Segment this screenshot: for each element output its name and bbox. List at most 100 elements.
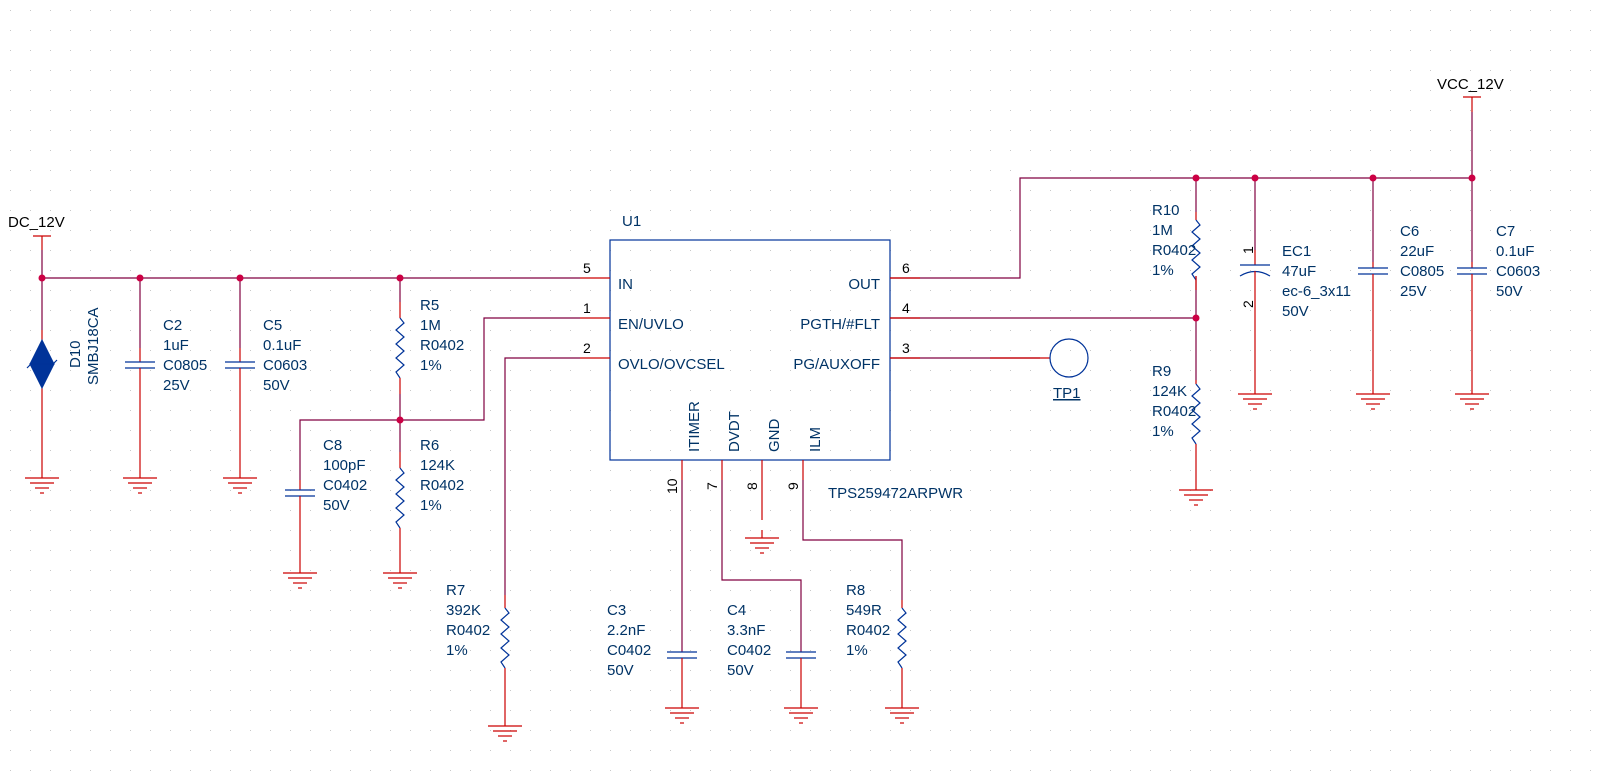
pin-en-num: 1	[583, 300, 591, 316]
r7-resistor: R7 392K R0402 1%	[446, 582, 510, 718]
c7-capacitor: C7 0.1uF C0603 50V	[1457, 223, 1540, 386]
tp1-ref: TP1	[1053, 385, 1081, 402]
c2-value: 1uF	[163, 337, 189, 354]
r9-resistor: R9 124K R0402 1%	[1152, 363, 1201, 482]
r9-ref: R9	[1152, 363, 1171, 380]
c7-pkg: C0603	[1496, 263, 1540, 280]
c8-pkg: C0402	[323, 477, 367, 494]
c4-ref: C4	[727, 602, 746, 619]
r6-resistor: R6 124K R0402 1%	[395, 437, 464, 565]
r10-tol: 1%	[1152, 262, 1174, 279]
r9-tol: 1%	[1152, 423, 1174, 440]
r10-value: 1M	[1152, 222, 1173, 239]
c8-value: 100pF	[323, 457, 366, 474]
pin-gnd-num: 8	[744, 482, 760, 490]
ec1-pin2: 2	[1240, 300, 1256, 308]
c2-rating: 25V	[163, 377, 190, 394]
c6-pkg: C0805	[1400, 263, 1444, 280]
ec1-value: 47uF	[1282, 263, 1316, 280]
r5-tol: 1%	[420, 357, 442, 374]
r6-tol: 1%	[420, 497, 442, 514]
dc-12v-net: DC_12V	[8, 214, 65, 250]
r5-ref: R5	[420, 297, 439, 314]
pin-ilm-name: ILM	[807, 427, 824, 452]
pin-pgth-num: 4	[902, 300, 910, 316]
c4-pkg: C0402	[727, 642, 771, 659]
c4-capacitor: C4 3.3nF C0402 50V	[727, 602, 816, 700]
c2-ref: C2	[163, 317, 182, 334]
pin-en-name: EN/UVLO	[618, 316, 684, 333]
pin-ovlo-name: OVLO/OVCSEL	[618, 356, 725, 373]
c3-rating: 50V	[607, 662, 634, 679]
c3-value: 2.2nF	[607, 622, 645, 639]
pin-pgth-name: PGTH/#FLT	[800, 316, 880, 333]
d10-value: SMBJ18CA	[85, 307, 102, 385]
r7-value: 392K	[446, 602, 481, 619]
c5-ref: C5	[263, 317, 282, 334]
d10-ref: D10	[67, 340, 84, 368]
c7-rating: 50V	[1496, 283, 1523, 300]
c4-value: 3.3nF	[727, 622, 765, 639]
ec1-ref: EC1	[1282, 243, 1311, 260]
r5-pkg: R0402	[420, 337, 464, 354]
pin-pg-name: PG/AUXOFF	[793, 356, 880, 373]
r10-resistor: R10 1M R0402 1%	[1152, 202, 1201, 290]
r10-ref: R10	[1152, 202, 1180, 219]
r10-pkg: R0402	[1152, 242, 1196, 259]
c2-capacitor: C2 1uF C0805 25V	[125, 317, 207, 470]
r7-pkg: R0402	[446, 622, 490, 639]
c6-ref: C6	[1400, 223, 1419, 240]
c4-rating: 50V	[727, 662, 754, 679]
ec1-electrolytic-capacitor: 1 2 EC1 47uF ec-6_3x11 50V	[1239, 243, 1351, 386]
c8-capacitor: C8 100pF C0402 50V	[285, 437, 367, 565]
r8-tol: 1%	[846, 642, 868, 659]
c6-capacitor: C6 22uF C0805 25V	[1358, 223, 1444, 386]
r7-ref: R7	[446, 582, 465, 599]
r8-pkg: R0402	[846, 622, 890, 639]
c6-value: 22uF	[1400, 243, 1434, 260]
r9-pkg: R0402	[1152, 403, 1196, 420]
vcc-12v-label: VCC_12V	[1437, 76, 1504, 93]
pin-ovlo-num: 2	[583, 340, 591, 356]
c5-capacitor: C5 0.1uF C0603 50V	[225, 317, 307, 470]
pin-gnd-name: GND	[766, 419, 783, 453]
r6-pkg: R0402	[420, 477, 464, 494]
pin-ilm-num: 9	[785, 482, 801, 490]
r8-ref: R8	[846, 582, 865, 599]
pin-pg-num: 3	[902, 340, 910, 356]
c7-ref: C7	[1496, 223, 1515, 240]
c8-rating: 50V	[323, 497, 350, 514]
pin-itimer-name: ITIMER	[686, 401, 703, 452]
c7-value: 0.1uF	[1496, 243, 1534, 260]
r5-value: 1M	[420, 317, 441, 334]
c5-rating: 50V	[263, 377, 290, 394]
u1-value: TPS259472ARPWR	[828, 485, 963, 502]
r8-resistor: R8 549R R0402 1%	[846, 582, 907, 700]
ec1-pin1: 1	[1240, 246, 1256, 254]
c5-pkg: C0603	[263, 357, 307, 374]
junctions	[38, 174, 1476, 424]
vcc-12v-net: VCC_12V	[1437, 76, 1504, 112]
pin-in-name: IN	[618, 276, 633, 293]
pin-dvdt-name: DVDT	[726, 411, 743, 452]
c2-pkg: C0805	[163, 357, 207, 374]
pin-itimer-num: 10	[664, 478, 680, 494]
ec1-rating: 50V	[1282, 303, 1309, 320]
r9-value: 124K	[1152, 383, 1187, 400]
r5-resistor: R5 1M R0402 1%	[395, 297, 464, 394]
c5-value: 0.1uF	[263, 337, 301, 354]
tp1-test-point: TP1	[990, 338, 1089, 402]
c3-pkg: C0402	[607, 642, 651, 659]
dc-12v-label: DC_12V	[8, 214, 65, 231]
c8-ref: C8	[323, 437, 342, 454]
d10-tvs-diode: D10 SMBJ18CA	[26, 307, 102, 470]
c6-rating: 25V	[1400, 283, 1427, 300]
ec1-pkg: ec-6_3x11	[1282, 283, 1351, 300]
r6-ref: R6	[420, 437, 439, 454]
pin-out-num: 6	[902, 260, 910, 276]
c3-ref: C3	[607, 602, 626, 619]
pin-out-name: OUT	[848, 276, 880, 293]
r8-value: 549R	[846, 602, 882, 619]
u1-ic: U1 TPS259472ARPWR IN EN/UVLO OVLO/OVCSEL…	[580, 213, 963, 520]
